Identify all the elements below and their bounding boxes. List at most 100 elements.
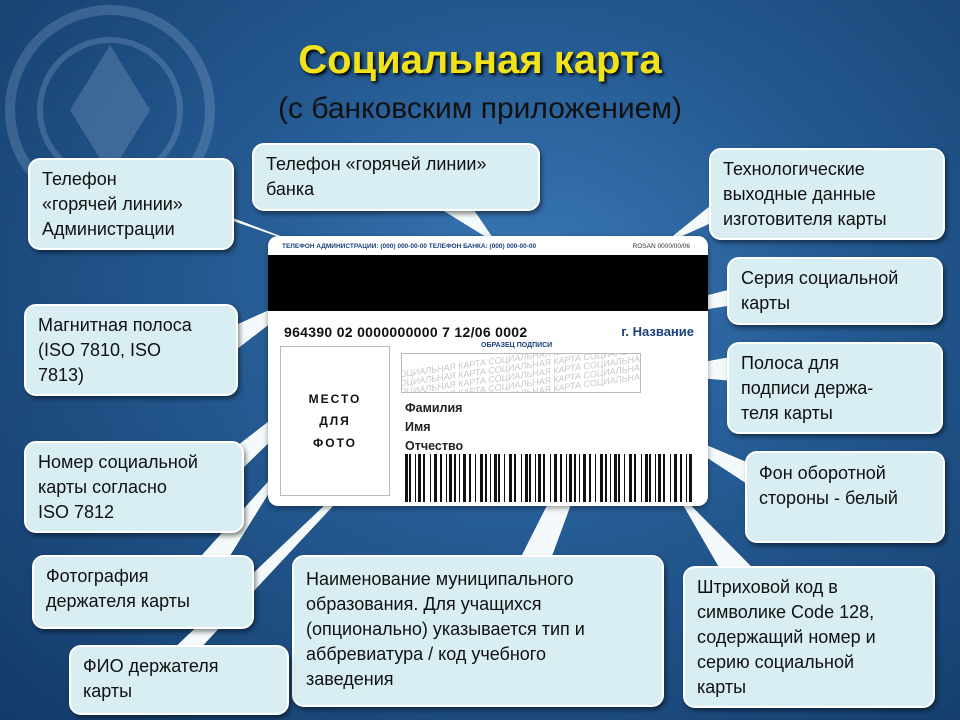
- barcode-bar: [463, 454, 466, 502]
- barcode-bar: [566, 454, 567, 502]
- barcode-bar: [535, 454, 536, 502]
- callout-bank-phone: Телефон «горячей линии» банка: [252, 143, 540, 211]
- callout-series: Серия социальной карты: [727, 257, 943, 325]
- barcode-bar: [504, 454, 505, 502]
- barcode-bar: [550, 454, 551, 502]
- callout-signature-strip-line-2: подписи держа-: [741, 378, 874, 398]
- barcode-bar: [434, 454, 437, 502]
- callout-barcode-line-4: серию социальной: [697, 652, 855, 672]
- callout-holder-name: ФИО держателя карты: [69, 645, 289, 715]
- barcode-bar: [525, 454, 528, 502]
- barcode-bar: [440, 454, 442, 502]
- callout-signature-strip-line-1: Полоса для: [741, 353, 840, 373]
- holder-name-block: Фамилия Имя Отчество: [405, 399, 463, 456]
- barcode-bar: [454, 454, 456, 502]
- callout-municipality-line-5: заведения: [306, 669, 394, 689]
- card-hotline-phones: ТЕЛЕФОН АДМИНИСТРАЦИИ: (000) 000-00-00 Т…: [282, 243, 537, 250]
- callout-photo-line-1: Фотография: [46, 566, 149, 586]
- barcode-bar: [658, 454, 661, 502]
- barcode-bar: [574, 454, 576, 502]
- slide-subtitle: (с банковским приложением): [278, 92, 682, 125]
- barcode-bar: [409, 454, 411, 502]
- barcode-bar: [641, 454, 642, 502]
- barcode-bar: [521, 454, 522, 502]
- card-manufacturer-data: ROSAN 0000/00/06: [632, 243, 690, 250]
- barcode-bar: [498, 454, 500, 502]
- magnetic-stripe: [268, 255, 708, 311]
- barcode-bar: [624, 454, 625, 502]
- callout-signature-strip-line-3: теля карты: [741, 403, 833, 423]
- barcode-bar: [509, 454, 512, 502]
- barcode-bar: [514, 454, 516, 502]
- barcode-bar: [480, 454, 483, 502]
- callout-card-number-line-2: карты согласно: [38, 477, 167, 497]
- callout-tech-data-line-2: выходные данные: [723, 184, 876, 204]
- photo-placeholder: МЕСТО ДЛЯ ФОТО: [280, 346, 390, 496]
- callout-background-line-1: Фон оборотной: [759, 463, 886, 483]
- callout-photo-line-2: держателя карты: [46, 591, 190, 611]
- barcode: [405, 454, 692, 502]
- barcode-bar: [554, 454, 557, 502]
- barcode-bar: [485, 454, 487, 502]
- barcode-bar: [605, 454, 607, 502]
- callout-magstripe-line-3: 7813): [38, 365, 85, 385]
- holder-name: Имя: [405, 420, 431, 434]
- callout-barcode-line-1: Штриховой код в: [697, 577, 838, 597]
- callout-barcode-line-3: содержащий номер и: [697, 627, 876, 647]
- callout-barcode-line-5: карты: [697, 677, 747, 697]
- slide-title: Социальная карта: [298, 38, 662, 82]
- callout-holder-name-line-2: карты: [83, 681, 133, 701]
- callout-card-number-line-1: Номер социальной: [38, 452, 198, 472]
- barcode-bar: [583, 454, 586, 502]
- callout-municipality-line-4: аббревиатура / код учебного: [306, 644, 546, 664]
- barcode-bar: [560, 454, 562, 502]
- callout-series-line-2: карты: [741, 293, 791, 313]
- barcode-bar: [618, 454, 620, 502]
- callout-magstripe-line-1: Магнитная полоса: [38, 315, 192, 335]
- barcode-bar: [405, 454, 408, 502]
- card-number: 964390 02 0000000000 7 12/06 0002: [284, 324, 528, 340]
- barcode-bar: [415, 454, 416, 502]
- photo-text-1: МЕСТО: [308, 392, 362, 406]
- barcode-bar: [423, 454, 425, 502]
- barcode-bar: [663, 454, 665, 502]
- holder-surname: Фамилия: [405, 401, 463, 415]
- barcode-bar: [446, 454, 447, 502]
- callout-bank-phone-line-1: Телефон «горячей линии»: [266, 154, 487, 174]
- barcode-bar: [430, 454, 431, 502]
- signature-strip: СОЦИАЛЬНАЯ КАРТА СОЦИАЛЬНАЯ КАРТА СОЦИАЛ…: [401, 353, 641, 393]
- barcode-bar: [589, 454, 591, 502]
- holder-patronymic: Отчество: [405, 439, 464, 453]
- barcode-bar: [629, 454, 632, 502]
- card-municipality: г. Название: [621, 324, 694, 339]
- barcode-bar: [610, 454, 611, 502]
- barcode-bar: [686, 454, 687, 502]
- callout-municipality: Наименование муниципального образования.…: [292, 555, 664, 707]
- barcode-bar: [634, 454, 636, 502]
- callout-municipality-line-3: (опционально) указывается тип и: [306, 619, 585, 639]
- callout-signature-strip: Полоса для подписи держа- теля карты: [727, 342, 943, 434]
- callout-bank-phone-line-2: банка: [266, 179, 315, 199]
- barcode-bar: [600, 454, 603, 502]
- callout-magstripe-line-2: (ISO 7810, ISO: [38, 340, 162, 360]
- callout-barcode-line-2: символике Code 128,: [697, 602, 875, 622]
- callout-background-line-2: стороны - белый: [759, 488, 898, 508]
- callout-barcode: Штриховой код в символике Code 128, соде…: [683, 566, 935, 708]
- photo-text-2: ДЛЯ: [319, 414, 351, 428]
- callout-tech-data-line-1: Технологические: [723, 159, 865, 179]
- barcode-bar: [655, 454, 656, 502]
- callout-tech-data-line-3: изготовителя карты: [723, 209, 887, 229]
- barcode-bar: [538, 454, 541, 502]
- barcode-bar: [459, 454, 460, 502]
- barcode-bar: [680, 454, 682, 502]
- callout-admin-phone-line-2: «горячей линии»: [42, 194, 183, 214]
- callout-card-number-line-3: ISO 7812: [38, 502, 115, 522]
- callout-admin-phone-line-1: Телефон: [42, 169, 117, 189]
- callout-magstripe: Магнитная полоса (ISO 7810, ISO 7813): [24, 304, 238, 396]
- barcode-bar: [649, 454, 651, 502]
- callout-tech-data: Технологические выходные данные изготови…: [709, 148, 945, 240]
- barcode-bar: [543, 454, 545, 502]
- callout-series-line-1: Серия социальной: [741, 268, 899, 288]
- barcode-bar: [475, 454, 476, 502]
- sample-signature-label: ОБРАЗЕЦ ПОДПИСИ: [481, 342, 553, 349]
